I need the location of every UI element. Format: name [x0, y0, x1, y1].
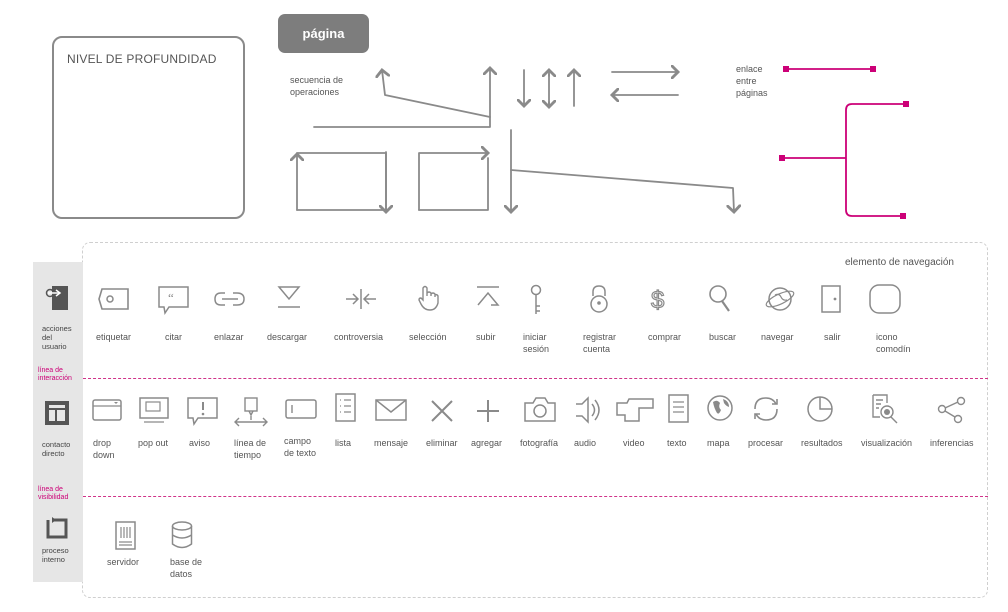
label-subir: subir: [476, 332, 496, 342]
label-iniciar-sesion: iniciar sesión: [523, 332, 550, 354]
depth-level-title: NIVEL DE PROFUNDIDAD: [67, 52, 217, 66]
branch-diagonal: [510, 169, 734, 212]
sequence-diagonal-up: [382, 70, 491, 118]
svg-text:“: “: [168, 290, 174, 305]
sequence-diagram: [0, 0, 909, 219]
visibility-line-label: línea de visibilidad: [38, 486, 69, 501]
timeline-icon: [234, 397, 268, 427]
label-buscar: buscar: [709, 332, 737, 342]
label-procesar: procesar: [748, 438, 784, 448]
label-registrar-cuenta: registrar cuenta: [583, 332, 617, 354]
label-descargar: descargar: [267, 332, 308, 342]
label-mensaje: mensaje: [374, 438, 409, 448]
label-base-de-datos: base de datos: [170, 557, 203, 579]
alert-icon: [187, 397, 218, 426]
tag-icon: [98, 288, 129, 310]
direct-contact-icon: [45, 401, 69, 425]
label-inferencias: inferencias: [930, 438, 974, 448]
text-field-icon: [285, 399, 317, 419]
label-etiquetar: etiquetar: [96, 332, 132, 342]
magnifier-icon: [709, 285, 730, 312]
label-aviso: aviso: [189, 438, 211, 448]
dollar-icon: $: [650, 286, 665, 314]
upload-icon: [477, 286, 500, 306]
label-lista: lista: [335, 438, 352, 448]
depth-level-box: NIVEL DE PROFUNDIDAD: [52, 36, 245, 219]
svg-text:$: $: [651, 287, 664, 314]
doc-search-icon: [872, 394, 898, 424]
label-pop-out: pop out: [138, 438, 169, 448]
label-drop-down: drop down: [93, 438, 115, 460]
delete-x-icon: [431, 400, 453, 422]
link-label: enlace entre páginas: [736, 64, 768, 98]
visibility-line: [83, 496, 988, 497]
label-visualizacion: visualización: [861, 438, 913, 448]
sequence-label: secuencia de operaciones: [290, 75, 344, 97]
plus-icon: [477, 400, 499, 422]
world-map-icon: [707, 395, 733, 421]
category-actions: acciones del usuario: [42, 324, 72, 351]
label-citar: citar: [165, 332, 183, 342]
label-video: video: [623, 438, 645, 448]
label-controversia: controversia: [334, 332, 384, 342]
dropdown-icon: [92, 399, 122, 421]
controversy-icon: [346, 289, 376, 309]
link-icon: [214, 292, 245, 306]
database-icon: [171, 521, 193, 549]
label-servidor: servidor: [107, 557, 140, 567]
pie-chart-icon: [807, 396, 833, 422]
envelope-icon: [375, 399, 407, 421]
internal-process-icon: [46, 517, 68, 539]
category-process: proceso interno: [42, 546, 69, 564]
document-icon: [668, 394, 689, 423]
globe-navigate-icon: [765, 287, 795, 311]
label-campo-de-texto: campo de texto: [284, 436, 317, 458]
page-symbol: página: [278, 14, 369, 53]
video-camera-icon: [616, 398, 654, 422]
popout-icon: [139, 397, 169, 423]
loop-arrow-2: [418, 153, 488, 211]
interaction-line: [83, 378, 988, 379]
key-icon: [530, 284, 542, 314]
refresh-icon: [754, 397, 778, 421]
label-navegar: navegar: [761, 332, 794, 342]
server-icon: [115, 521, 136, 550]
camera-icon: [524, 397, 556, 422]
label-agregar: agregar: [471, 438, 503, 448]
label-resultados: resultados: [801, 438, 843, 448]
label-eliminar: eliminar: [426, 438, 458, 448]
padlock-icon: [590, 285, 608, 313]
label-enlazar: enlazar: [214, 332, 244, 342]
label-seleccion: selección: [409, 332, 447, 342]
sequence-line: [313, 68, 490, 128]
label-texto: texto: [667, 438, 687, 448]
share-nodes-icon: [937, 396, 966, 424]
door-icon: [821, 285, 841, 313]
interaction-line-label: línea de interacción: [38, 367, 72, 382]
hand-pointer-icon: [418, 285, 439, 311]
list-icon: [335, 393, 356, 422]
label-salir: salir: [824, 332, 841, 342]
user-action-icon: [45, 286, 68, 310]
label-linea-de-tiempo: línea de tiempo: [234, 438, 267, 460]
wildcard-icon: [869, 284, 901, 314]
nav-element-title: elemento de navegación: [845, 257, 954, 268]
download-icon: [277, 286, 301, 308]
label-audio: audio: [574, 438, 597, 448]
speaker-icon: [576, 396, 600, 424]
label-icono-comodin: icono comodín: [876, 332, 911, 354]
loop-arrow-1: [296, 152, 387, 213]
label-mapa: mapa: [707, 438, 730, 448]
quote-icon: “: [158, 286, 189, 315]
label-fotografia: fotografía: [520, 438, 559, 448]
label-comprar: comprar: [648, 332, 682, 342]
category-contact: contacto directo: [42, 440, 71, 458]
